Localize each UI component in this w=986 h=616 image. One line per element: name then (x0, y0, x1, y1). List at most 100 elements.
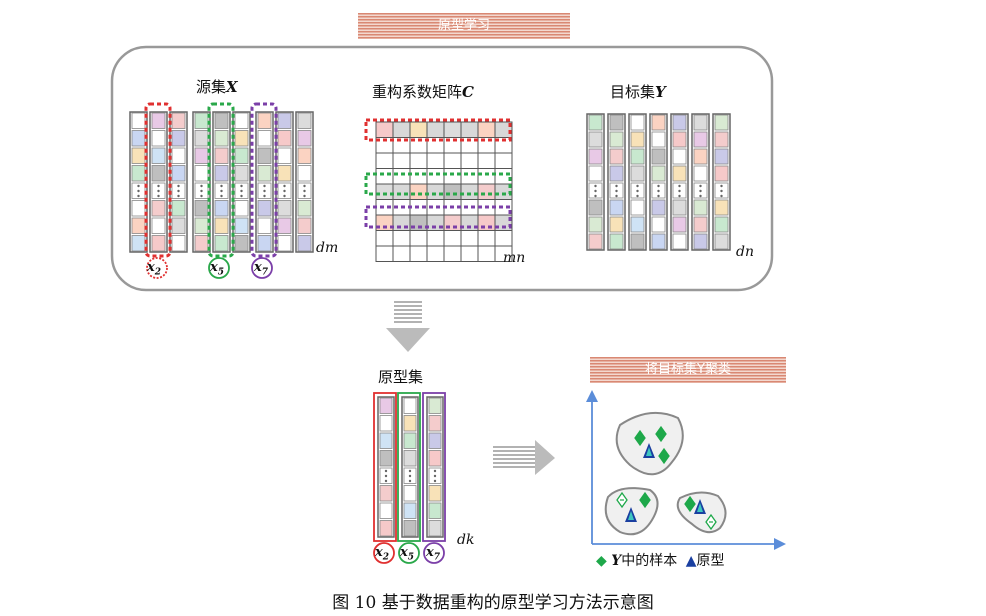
coef-cell (477, 152, 496, 169)
source-column-dot (137, 189, 140, 193)
prototype-column-cell (379, 450, 393, 467)
source-column-cell (171, 165, 186, 182)
source-column-cell (277, 165, 292, 182)
source-column-dot (303, 194, 306, 198)
coef-cell (392, 245, 411, 262)
coef-matrix-label-text: 重构系数矩阵 (372, 83, 463, 101)
source-column-cell (297, 217, 312, 234)
target-column (607, 113, 626, 251)
coef-row-select-x5 (364, 172, 512, 196)
target-column-cell (672, 233, 687, 250)
coef-cell (443, 230, 462, 247)
source-column-cell (214, 217, 229, 234)
coef-cell (477, 214, 496, 231)
sample-diamond (634, 429, 646, 447)
marker-x7-bottom-sub: 7 (433, 552, 441, 563)
marker-x7-top-sub: 7 (261, 267, 269, 278)
source-column-dot (240, 189, 243, 193)
target-column-dot (594, 194, 597, 198)
target-set-label: 目标集Y (610, 81, 666, 102)
coef-cell (443, 121, 462, 138)
coef-cell (494, 152, 513, 169)
source-column-cell (214, 147, 229, 164)
target-set-var: Y (655, 83, 666, 101)
legend-sample-var: Y (611, 553, 622, 569)
cluster-1 (615, 411, 684, 476)
coef-cell (409, 121, 428, 138)
target-column (586, 113, 605, 251)
source-column-cell (194, 147, 209, 164)
marker-x2-bottom-label: x (375, 545, 383, 560)
coef-cell (443, 152, 462, 169)
source-column-cell (151, 147, 166, 164)
source-column (212, 111, 231, 253)
source-column-cell (171, 217, 186, 234)
target-column-cell (588, 131, 603, 148)
source-column-dot (283, 194, 286, 198)
source-column-dot (157, 189, 160, 193)
source-column-cell (297, 147, 312, 164)
prototype-column-cell (403, 397, 417, 414)
coef-cell (375, 183, 394, 200)
coef-cell (460, 245, 479, 262)
coef-cell (426, 183, 445, 200)
target-column-cell (609, 148, 624, 165)
source-column-dot (240, 194, 243, 198)
source-column (275, 111, 294, 253)
right-arrow-head (535, 440, 555, 475)
target-column-cell (693, 199, 708, 216)
dim-target: dn (736, 244, 754, 260)
source-column-cell (131, 165, 146, 182)
target-column-cell (714, 199, 729, 216)
source-column-cell (131, 130, 146, 147)
sample-diamond (655, 425, 667, 443)
coef-cell (426, 245, 445, 262)
coef-cell (460, 199, 479, 216)
source-column-cell (171, 235, 186, 252)
target-column-cell (672, 165, 687, 182)
target-column-cell (672, 148, 687, 165)
target-column-cell (693, 148, 708, 165)
target-column-dot (699, 194, 702, 198)
marker-x7-bottom-label: x (426, 545, 434, 560)
target-column-cell (651, 131, 666, 148)
source-column-dot (220, 184, 223, 188)
target-column-dot (699, 184, 702, 188)
target-column-cell (609, 233, 624, 250)
target-column-cell (714, 233, 729, 250)
target-column (691, 113, 710, 251)
banner-prototype-learning: 原型学习 (358, 13, 570, 39)
target-column-cell (609, 114, 624, 131)
target-column-cell (630, 233, 645, 250)
source-column-dot (303, 184, 306, 188)
prototype-border-x5 (397, 392, 421, 542)
source-set-label-text: 源集 (196, 78, 227, 96)
source-column-cell (151, 217, 166, 234)
marker-x2-top-sub: 2 (154, 267, 162, 278)
sample-diamond (639, 491, 651, 509)
source-column-cell (257, 235, 272, 252)
source-column-dot (157, 184, 160, 188)
source-column-cell (194, 130, 209, 147)
prototype-column-cell (403, 415, 417, 432)
prototype-column-dot (433, 474, 437, 478)
target-column-dot (720, 184, 723, 188)
coef-cell (375, 245, 394, 262)
target-column-cell (588, 165, 603, 182)
source-column-cell (277, 217, 292, 234)
target-column-cell (609, 131, 624, 148)
prototype-column-cell (428, 502, 442, 519)
source-column-cell (234, 235, 249, 252)
coef-cell (443, 245, 462, 262)
source-column-cell (257, 217, 272, 234)
coef-cell (477, 121, 496, 138)
coef-cell (409, 152, 428, 169)
source-column-cell (297, 130, 312, 147)
coef-cell (426, 230, 445, 247)
coef-cell (443, 168, 462, 185)
source-column-cell (214, 200, 229, 217)
sample-diamond (684, 495, 696, 513)
target-column-cell (693, 131, 708, 148)
marker-x5-top: x5 (210, 260, 224, 278)
source-column-dot (283, 189, 286, 193)
